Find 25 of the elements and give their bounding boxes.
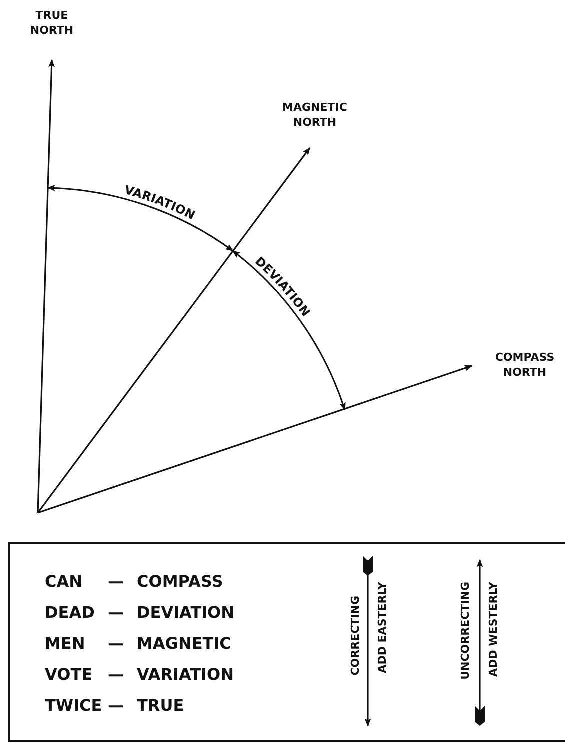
dash: — <box>108 603 124 622</box>
arrow <box>37 59 55 514</box>
mnemonic-word: TWICE <box>45 696 102 715</box>
mnemonic-word: DEAD <box>45 603 95 622</box>
dash: — <box>108 665 124 684</box>
term-word: COMPASS <box>137 572 224 591</box>
dash: — <box>108 634 124 653</box>
direction-label: MAGNETIC NORTH <box>265 100 365 130</box>
term-word: TRUE <box>137 696 184 715</box>
rule-text: CORRECTING <box>349 596 362 676</box>
dash: — <box>108 572 124 591</box>
rule-text: ADD WESTERLY <box>487 582 500 677</box>
dash: — <box>108 696 124 715</box>
term-word: MAGNETIC <box>137 634 232 653</box>
mnemonic-word: CAN <box>45 572 83 591</box>
arrow <box>38 365 473 514</box>
direction-label: TRUE NORTH <box>22 8 82 38</box>
rule-text: ADD EASTERLY <box>376 582 389 674</box>
mnemonic-word: MEN <box>45 634 86 653</box>
term-word: VARIATION <box>137 665 234 684</box>
rule-text: UNCORRECTING <box>459 582 472 680</box>
direction-label: COMPASS NORTH <box>485 350 565 380</box>
term-word: DEVIATION <box>137 603 235 622</box>
arrow <box>37 147 311 514</box>
mnemonic-word: VOTE <box>45 665 93 684</box>
